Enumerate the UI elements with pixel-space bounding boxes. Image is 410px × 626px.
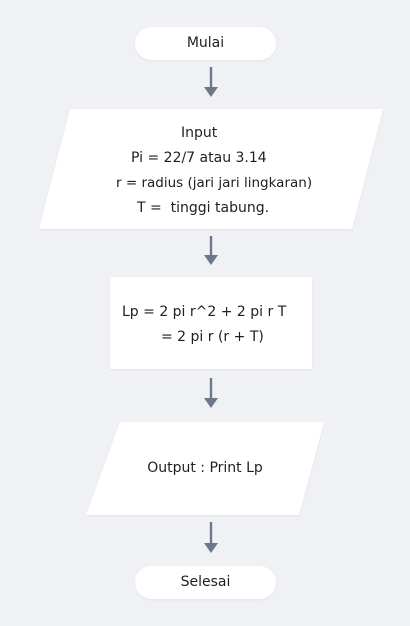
start-terminator (135, 27, 276, 60)
start-label: Mulai (186, 35, 225, 51)
process-line-simplified: = 2 pi r (r + T) (161, 329, 264, 345)
end-label: Selesai (180, 574, 231, 590)
arrow-process-to-output (204, 378, 218, 408)
input-line-height: T = tinggi tabung. (137, 200, 270, 216)
input-line-pi: Pi = 22/7 atau 3.14 (131, 150, 267, 166)
output-parallelogram (86, 422, 324, 515)
end-terminator (135, 566, 276, 599)
process-rectangle (110, 277, 312, 369)
output-label: Output : Print Lp (147, 460, 263, 476)
arrow-input-to-process (204, 236, 218, 265)
input-line-radius: r = radius (jari jari lingkaran) (116, 175, 313, 191)
input-line-title: Input (181, 125, 218, 141)
arrow-start-to-input (204, 67, 218, 97)
input-parallelogram (39, 109, 383, 229)
arrow-output-to-end (204, 522, 218, 553)
process-line-formula: Lp = 2 pi r^2 + 2 pi r T (122, 304, 287, 320)
